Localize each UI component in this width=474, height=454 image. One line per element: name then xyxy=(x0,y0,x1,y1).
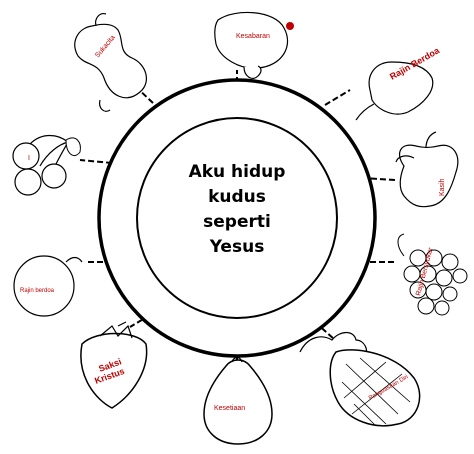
label-jeruk: Rajin berdoa xyxy=(20,288,55,294)
fruit-stroberi: Saksi Kristus xyxy=(81,322,147,408)
label-kesetiaan: Kesetiaan xyxy=(214,405,245,412)
fruit-kesetiaan: Kesetiaan xyxy=(204,358,272,445)
motto-line-4: Yesus xyxy=(162,235,312,260)
center-motto: Aku hidup kudus seperti Yesus xyxy=(162,160,312,260)
label-cherry: I xyxy=(28,155,30,162)
motto-line-3: seperti xyxy=(162,210,312,235)
fruit-jeruk: Rajin berdoa xyxy=(14,256,82,316)
fruit-cherry: I xyxy=(13,136,80,196)
label-kasih: Kasih xyxy=(439,178,446,196)
fruit-rajin-berdoa: Rajin Berdoa xyxy=(356,45,442,120)
fruit-nanas: Penguasaan Diri xyxy=(300,333,420,427)
label-kesabaran: Kesabaran xyxy=(236,33,270,40)
fruit-anggur: Rajin Bersyukur xyxy=(398,234,467,315)
motto-line-2: kudus xyxy=(162,185,312,210)
motto-line-1: Aku hidup xyxy=(162,160,312,185)
fruit-kasih: Kasih xyxy=(396,132,458,207)
fruit-kesabaran: Kesabaran xyxy=(215,12,294,78)
fruit-sukacita: Sukacita xyxy=(75,14,147,112)
